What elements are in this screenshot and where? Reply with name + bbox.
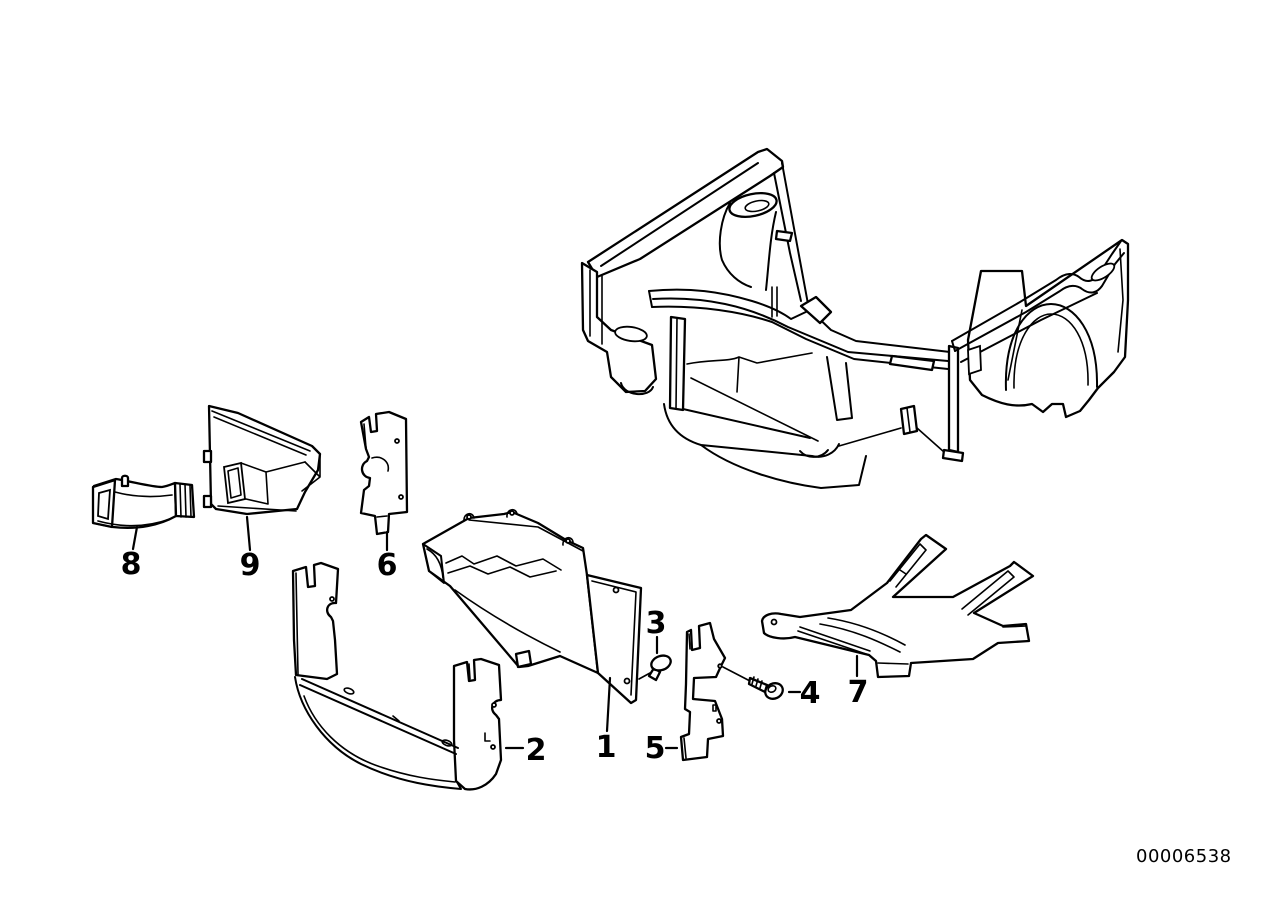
part-drawing-6 bbox=[359, 410, 409, 536]
part-drawing-5 bbox=[679, 621, 751, 762]
leader-line-8 bbox=[131, 525, 139, 551]
leader-lines bbox=[131, 515, 859, 750]
part-callout-4[interactable]: 4 bbox=[800, 676, 821, 711]
part-drawing-7 bbox=[760, 533, 1035, 679]
part-callout-1[interactable]: 1 bbox=[596, 730, 617, 765]
part-drawing-9 bbox=[202, 404, 322, 516]
part-callout-9[interactable]: 9 bbox=[240, 548, 261, 583]
part-callout-8[interactable]: 8 bbox=[121, 547, 142, 582]
part-drawing-2 bbox=[291, 561, 503, 791]
part-callout-3[interactable]: 3 bbox=[646, 606, 667, 641]
part-drawing-3 bbox=[638, 654, 672, 682]
leader-line-1 bbox=[605, 676, 612, 733]
part-callout-2[interactable]: 2 bbox=[526, 733, 547, 768]
part-drawing-4 bbox=[747, 676, 784, 700]
callouts: 1 2 3 4 5 6 7 8 9 bbox=[121, 547, 869, 768]
main-assembly-drawing bbox=[580, 147, 1130, 489]
part-callout-5[interactable]: 5 bbox=[645, 731, 666, 766]
part-callout-7[interactable]: 7 bbox=[848, 675, 869, 710]
part-callout-6[interactable]: 6 bbox=[377, 548, 398, 583]
part-drawing-8 bbox=[91, 474, 196, 530]
part-drawing-1 bbox=[421, 508, 643, 705]
leader-line-9 bbox=[245, 515, 252, 552]
drawing-id-number: 00006538 bbox=[1136, 846, 1232, 867]
